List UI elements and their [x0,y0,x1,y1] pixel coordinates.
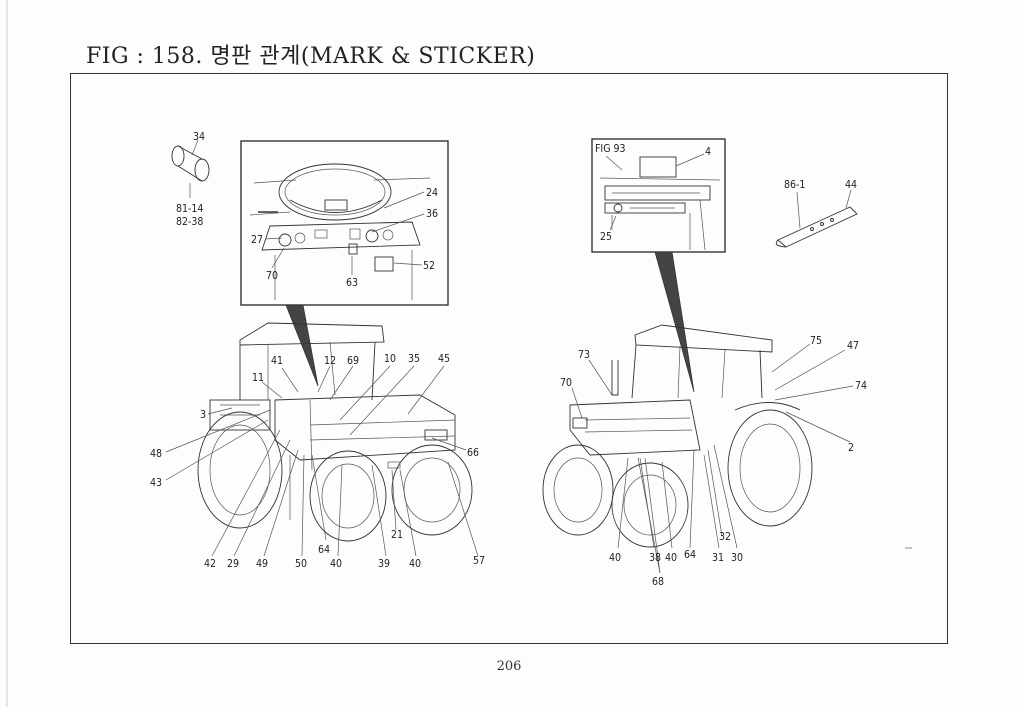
callout-66: 66 [467,447,479,459]
page-title: FIG : 158. 명판 관계(MARK & STICKER) [86,44,536,69]
callout-57: 57 [473,555,485,567]
callout-81-14: 81-14 [176,203,203,215]
callout-4: 4 [705,146,711,158]
callout-11: 11 [252,372,264,384]
callout-43: 43 [150,477,162,489]
diagram-frame [70,73,948,644]
scan-edge [6,0,8,707]
callout-3: 3 [200,409,206,421]
callout-31: 31 [712,552,724,564]
tractor-right [542,324,854,574]
callout-40-right-b: 40 [665,552,677,564]
callout-41: 41 [271,355,283,367]
inset-pointer-left [285,304,319,387]
callout-70-right: 70 [560,377,572,389]
callout-75: 75 [810,335,822,347]
callout-68: 68 [652,576,664,588]
callout-39: 39 [378,558,390,570]
callout-29: 29 [227,558,239,570]
callout-82-38: 82-38 [176,216,203,228]
callout-64-left: 64 [318,544,330,556]
callout-52: 52 [423,260,435,272]
callout-12: 12 [324,355,336,367]
callout-48: 48 [150,448,162,460]
callout-45: 45 [438,353,450,365]
callout-40-left-a: 40 [330,558,342,570]
callout-2: 2 [848,442,854,454]
callout-36: 36 [426,208,438,220]
dashboard-inset [240,140,449,306]
callout-74: 74 [855,380,867,392]
callout-27: 27 [251,234,263,246]
callout-38: 38 [649,552,661,564]
callout-73: 73 [578,349,590,361]
part-34-cylinder [171,139,210,198]
page-number: 206 [496,659,522,674]
callout-50: 50 [295,558,307,570]
callout-40-right-a: 40 [609,552,621,564]
callout-32: 32 [719,531,731,543]
callout-21: 21 [391,529,403,541]
callout-34: 34 [193,131,205,143]
callout-49: 49 [256,558,268,570]
callout-25: 25 [600,231,612,243]
callout-30: 30 [731,552,743,564]
callout-44: 44 [845,179,857,191]
callout-86-1: 86-1 [784,179,805,191]
tractor-left [165,322,479,557]
callout-35: 35 [408,353,420,365]
callout-fig-93: FIG 93 [595,143,626,155]
callout-64-right: 64 [684,549,696,561]
callout-70-inset: 70 [266,270,278,282]
callout-47: 47 [847,340,859,352]
callout-69: 69 [347,355,359,367]
callout-40-left-b: 40 [409,558,421,570]
console-inset [591,138,726,253]
callout-63: 63 [346,277,358,289]
callout-24: 24 [426,187,438,199]
part-86-1-strip [775,189,858,248]
callout-42: 42 [204,558,216,570]
callout-10: 10 [384,353,396,365]
inset-pointer-right [654,251,695,393]
